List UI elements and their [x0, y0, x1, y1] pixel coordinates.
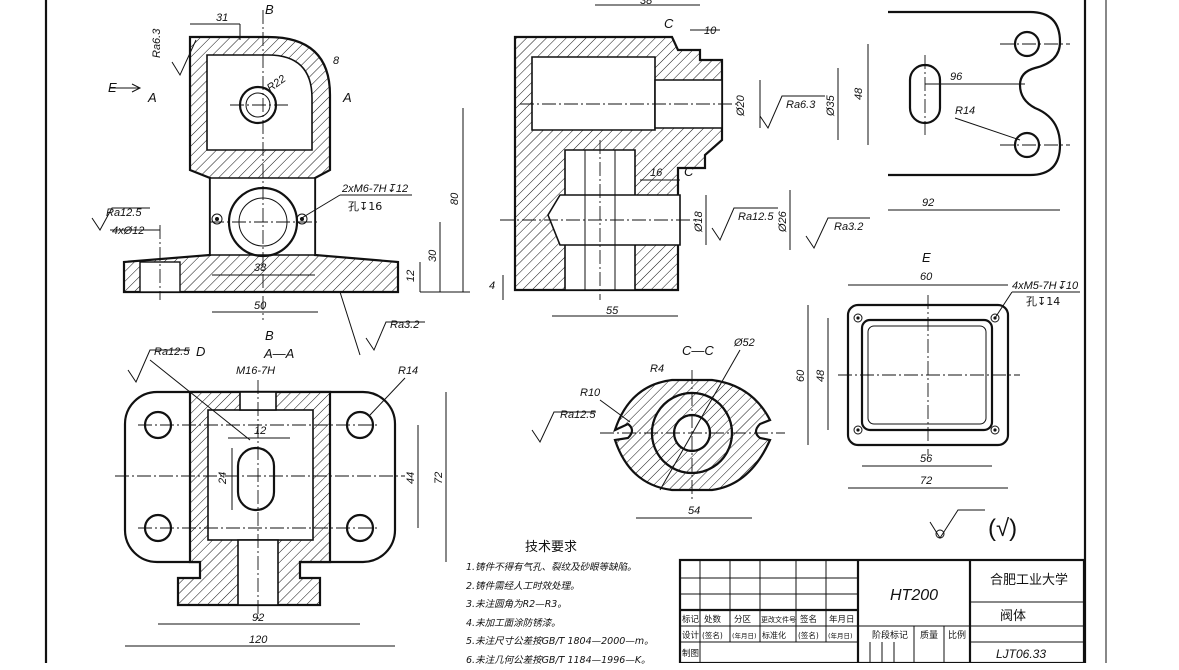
dim-16: 16	[650, 167, 663, 179]
side-view	[500, 5, 838, 316]
dim-dia20: Ø20	[735, 94, 747, 117]
dim-4: 4	[489, 280, 495, 292]
dim-r14-aa: R14	[398, 365, 418, 377]
dim-96: 96	[950, 71, 963, 83]
general-roughness-text: (√)	[988, 515, 1017, 542]
tb-part-name: 阀体	[1000, 609, 1026, 624]
note-item: 4.未加工面涂防锈漆。	[466, 615, 676, 634]
dim-92-aa: 92	[252, 612, 264, 624]
tb-header-count: 处数	[704, 614, 722, 625]
roughness-ra125-aa: Ra12.5	[154, 346, 190, 358]
tb-material: HT200	[890, 587, 938, 604]
thread-note-m5: 4xM5-7H↧10	[1012, 280, 1079, 292]
dim-8: 8	[333, 55, 340, 67]
tb-scale-label: 比例	[948, 629, 966, 641]
section-cc-title: C—C	[682, 343, 714, 358]
section-mark-b-top: B	[265, 2, 274, 17]
dim-4x-dia12: 4xØ12	[112, 225, 144, 237]
dim-55: 55	[606, 305, 619, 317]
dim-12: 12	[405, 270, 417, 282]
dim-60-side: 60	[795, 369, 807, 382]
dim-92-top: 92	[922, 197, 934, 209]
dim-12-aa: 12	[254, 425, 266, 437]
thread-m16: M16-7H	[236, 365, 275, 377]
tb-school: 合肥工业大学	[990, 572, 1068, 588]
tb-header-mark: 标记	[682, 614, 700, 625]
view-arrow-e: E	[108, 80, 117, 95]
dim-10: 10	[704, 25, 717, 37]
technical-requirements: 技术要求 1.铸件不得有气孔、裂纹及砂眼等缺陷。 2.铸件需经人工时效处理。 3…	[466, 536, 676, 670]
general-roughness-mark: (√)	[930, 510, 1017, 542]
dim-24-aa: 24	[217, 472, 229, 485]
dim-48-top: 48	[853, 87, 865, 100]
dim-31: 31	[216, 12, 228, 24]
dim-60-top: 60	[920, 271, 933, 283]
view-e-title: E	[922, 250, 931, 265]
dim-72-e: 72	[920, 475, 932, 487]
thread-note-hole-e: 孔↧14	[1026, 295, 1060, 308]
roughness-ra63-side: Ra6.3	[786, 99, 816, 111]
dim-dia26: Ø26	[777, 210, 789, 233]
roughness-ra32-side: Ra3.2	[834, 221, 863, 233]
note-item: 5.未注尺寸公差按GB/T 1804—2000—m。	[466, 633, 676, 652]
front-view	[110, 10, 470, 355]
section-mark-c-mid: C	[684, 164, 694, 179]
tb-stage-label: 阶段标记	[872, 629, 908, 641]
dim-48-e: 48	[815, 369, 827, 382]
dim-r14-top: R14	[955, 105, 975, 117]
dim-72-aa: 72	[433, 472, 445, 484]
tb-standard-date: (年月日)	[828, 631, 853, 640]
tb-design-sign: (签名)	[702, 630, 723, 640]
tb-design-label: 设计	[682, 630, 700, 641]
dim-50: 50	[254, 300, 267, 312]
dim-38-side: 38	[640, 0, 653, 7]
dim-44-aa: 44	[405, 472, 417, 484]
dim-dia35: Ø35	[825, 94, 837, 117]
dim-120-aa: 120	[249, 634, 268, 646]
tb-standard-label: 标准化	[762, 630, 786, 640]
tb-header-date: 年月日	[829, 614, 855, 625]
thread-note-m6: 2xM6-7H↧12	[341, 183, 408, 195]
note-item: 2.铸件需经人工时效处理。	[466, 578, 676, 597]
tb-draw-label: 制图	[682, 648, 699, 659]
title-block: 标记 处数 分区 更改文件号 签名 年月日 设计 (签名) (年月日) 标准化 …	[680, 560, 1084, 663]
notes-list: 1.铸件不得有气孔、裂纹及砂眼等缺陷。 2.铸件需经人工时效处理。 3.未注圆角…	[466, 559, 676, 670]
section-aa-view	[115, 350, 446, 646]
thread-note-hole: 孔↧16	[348, 200, 382, 213]
tb-weight-label: 质量	[920, 629, 938, 641]
note-item: 3.未注圆角为R2—R3。	[466, 596, 676, 615]
section-mark-a-right: A	[342, 90, 352, 105]
roughness-ra125-side: Ra12.5	[738, 211, 774, 223]
dim-30: 30	[427, 249, 439, 262]
section-mark-a-left: A	[147, 90, 157, 105]
note-item: 6.未注几何公差按GB/T 1184—1996—K。	[466, 652, 676, 670]
notes-title: 技术要求	[426, 536, 676, 555]
section-mark-b-bottom: B	[265, 328, 274, 343]
tb-header-zone: 分区	[734, 615, 752, 625]
tb-header-sign: 签名	[800, 614, 817, 625]
dim-38: 38	[254, 262, 267, 274]
note-item: 1.铸件不得有气孔、裂纹及砂眼等缺陷。	[466, 559, 676, 578]
dim-56: 56	[920, 453, 933, 465]
roughness-ra32-front: Ra3.2	[390, 319, 419, 331]
dim-54: 54	[688, 505, 700, 517]
section-mark-c-top: C	[664, 16, 674, 31]
dim-dia18: Ø18	[693, 210, 705, 233]
roughness-ra125-cc: Ra12.5	[560, 409, 596, 421]
view-marker-d: D	[196, 344, 205, 359]
dim-r10: R10	[580, 387, 601, 399]
roughness-ra63-front: Ra6.3	[151, 28, 163, 58]
tb-standard-sign: (签名)	[798, 630, 819, 640]
tb-header-change-doc: 更改文件号	[761, 615, 796, 624]
dim-r4: R4	[650, 363, 664, 375]
tb-design-date: (年月日)	[732, 631, 757, 640]
dim-80: 80	[449, 192, 461, 205]
tb-drawing-no: LJT06.33	[996, 647, 1046, 661]
section-aa-title: A—A	[263, 346, 294, 361]
top-right-labels: 96 R14 48 92	[853, 71, 975, 209]
section-cc-view	[532, 350, 785, 518]
view-e-labels: E 60 60 48 56 72 4xM5-7H↧10 孔↧14	[795, 250, 1079, 487]
view-e	[808, 285, 1080, 488]
dim-dia52: Ø52	[733, 337, 755, 349]
